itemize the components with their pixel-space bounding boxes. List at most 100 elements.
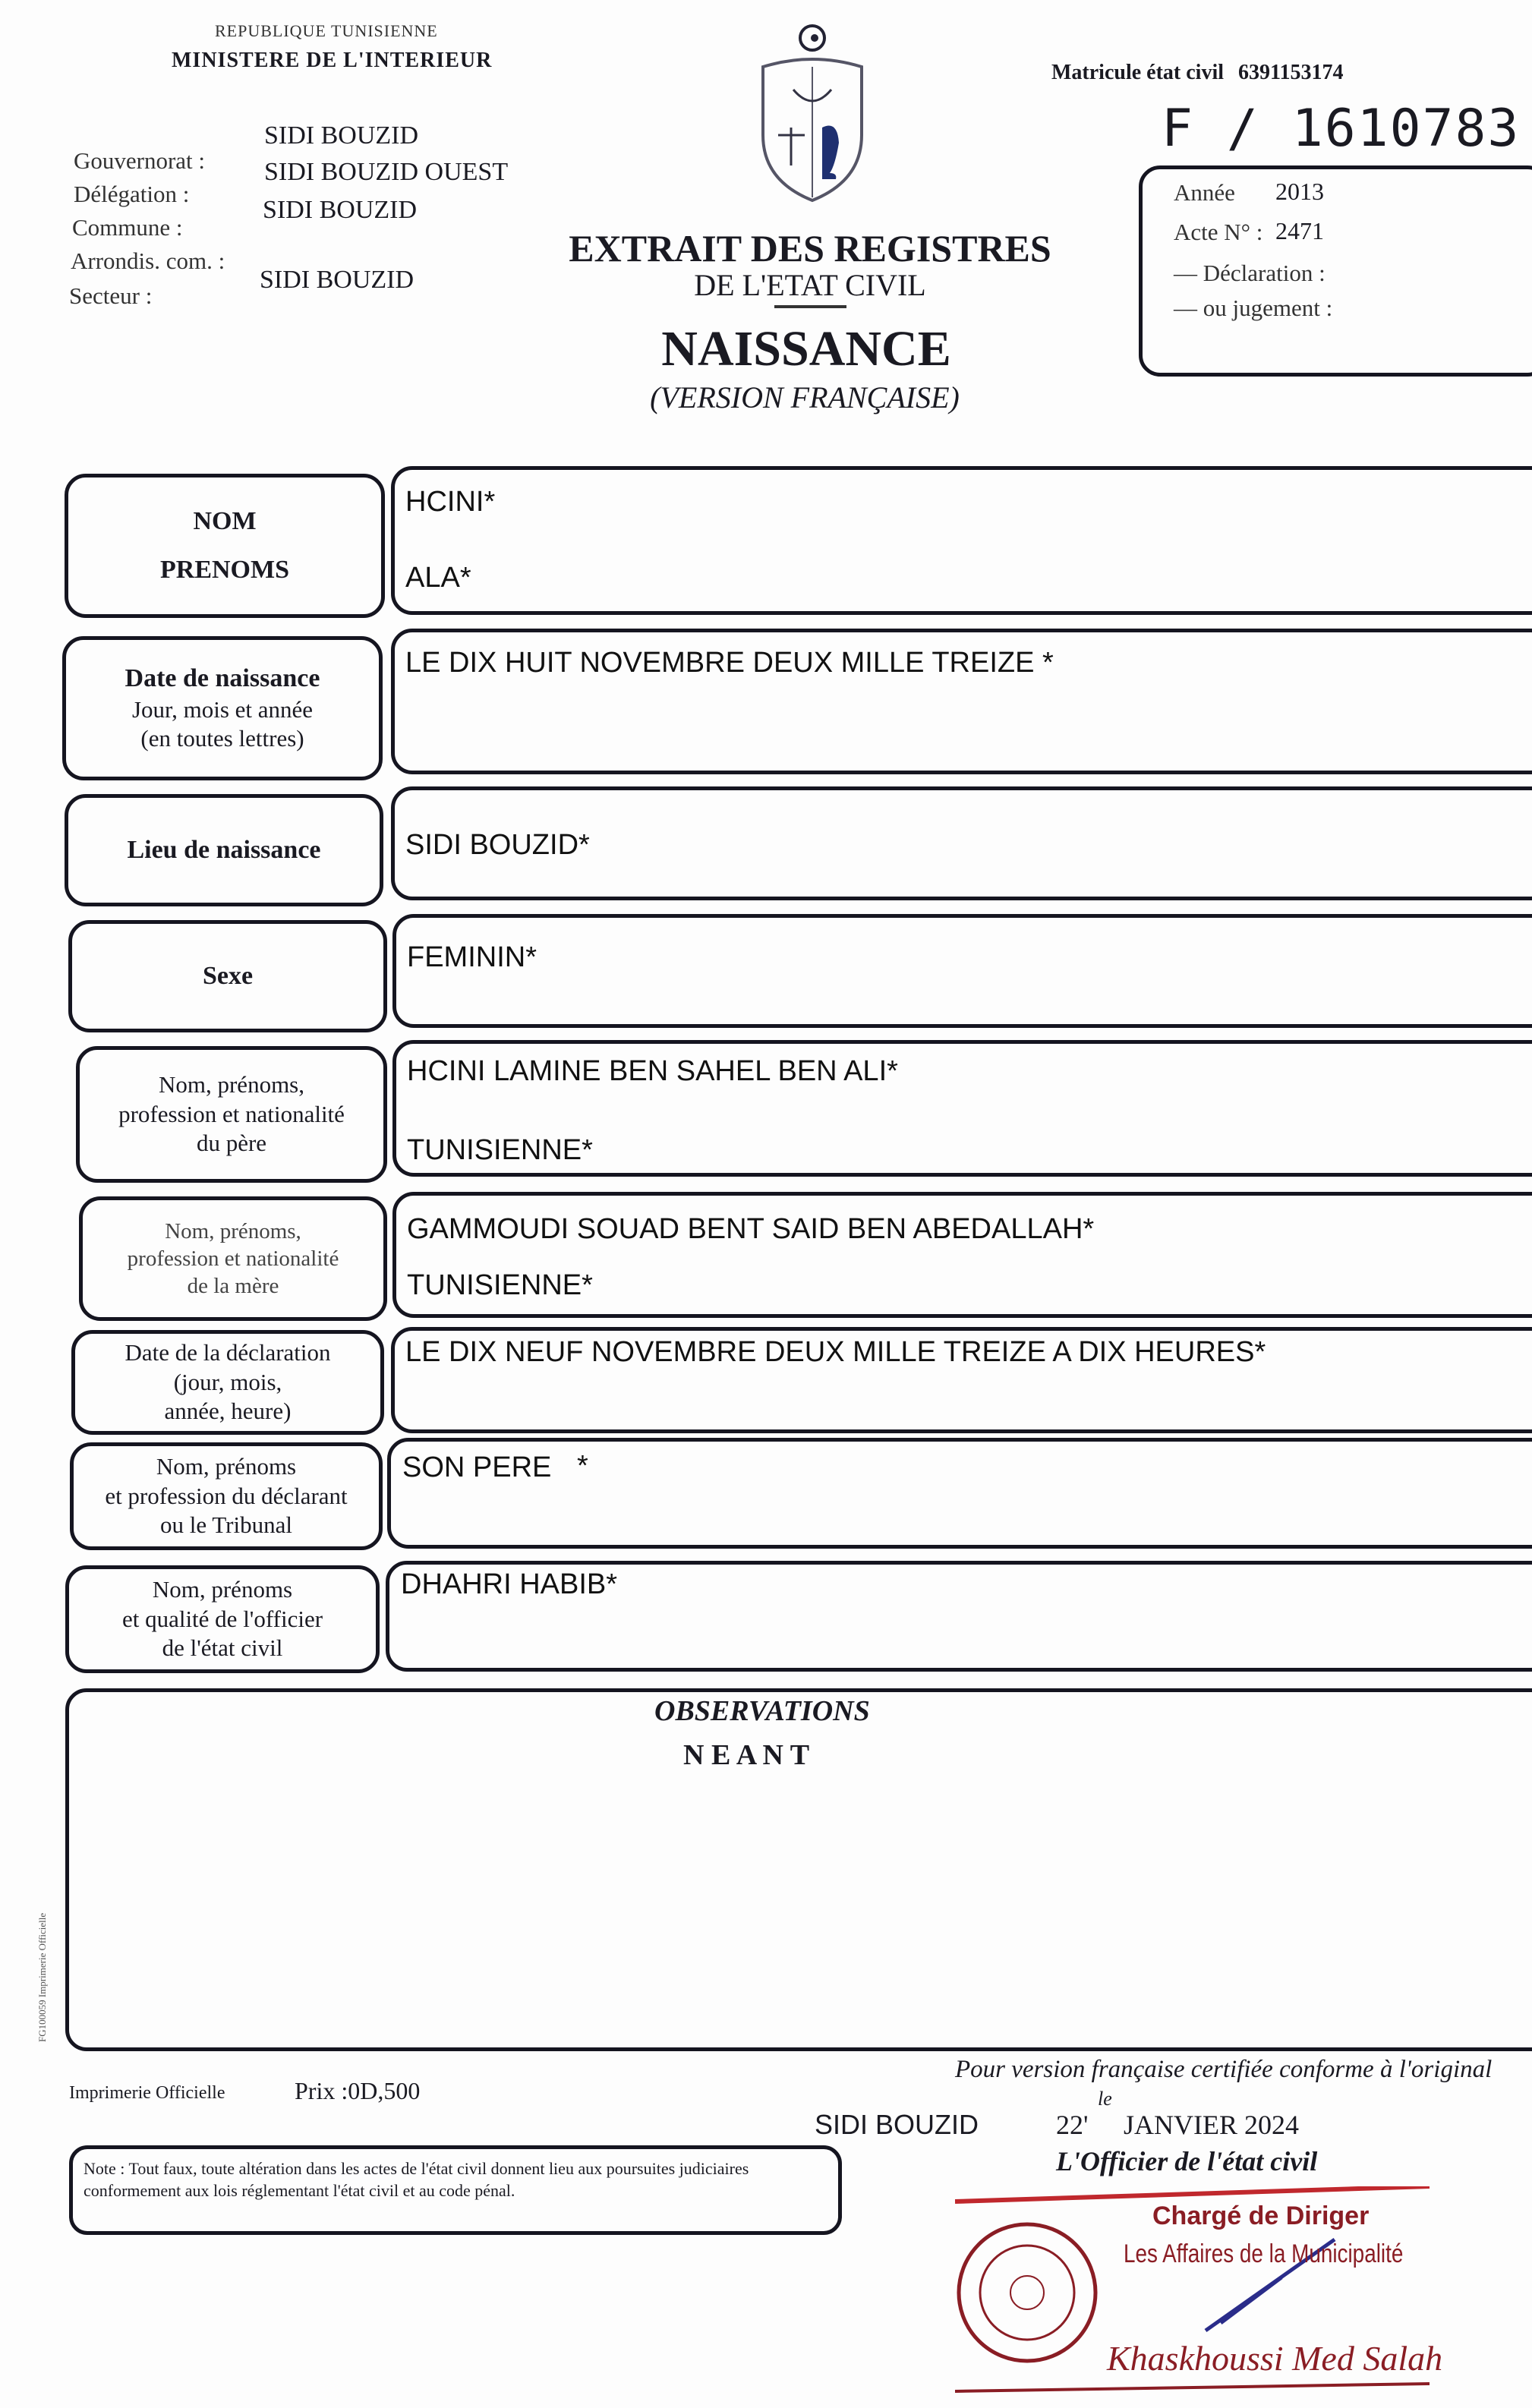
acte-box <box>1139 165 1532 377</box>
date-naissance-label: Date de naissance <box>125 664 320 692</box>
pere-nationalite-value: TUNISIENNE* <box>407 1134 593 1166</box>
tunisia-emblem-icon <box>748 21 877 203</box>
declaration-date-value-box <box>391 1327 1532 1433</box>
republic-heading: REPUBLIQUE TUNISIENNE <box>215 21 438 40</box>
nom-label-box: NOM PRENOMS <box>65 474 385 618</box>
officier-value: DHAHRI HABIB* <box>401 1568 618 1600</box>
stamp-line1: Chargé de Diriger <box>1152 2202 1370 2230</box>
prix: Prix :0D,500 <box>295 2077 421 2104</box>
declarant-sublabel: et profession du déclarant <box>105 1482 348 1509</box>
prenoms-value: ALA* <box>405 562 471 594</box>
date-naissance-value: LE DIX HUIT NOVEMBRE DEUX MILLE TREIZE * <box>405 647 1054 679</box>
mere-label: Nom, prénoms, <box>165 1218 301 1243</box>
declaration-date-label: Date de la déclaration <box>125 1338 331 1366</box>
sexe-value: FEMININ* <box>407 941 537 973</box>
mere-nationalite-value: TUNISIENNE* <box>407 1269 593 1301</box>
pere-sublabel-2: du père <box>196 1130 267 1157</box>
pere-value-box <box>392 1040 1532 1177</box>
nom-value-box <box>391 466 1532 615</box>
annee-value: 2013 <box>1275 178 1324 205</box>
lieu-label-box: Lieu de naissance <box>65 794 383 906</box>
label-secteur: Secteur : <box>69 282 153 309</box>
pere-label: Nom, prénoms, <box>158 1070 304 1098</box>
declarant-star: * <box>577 1450 588 1482</box>
declaration-date-sublabel: (jour, mois, <box>173 1368 282 1395</box>
imprimerie: Imprimerie Officielle <box>69 2083 225 2103</box>
observations-label: OBSERVATIONS <box>654 1695 870 1727</box>
le-text: le <box>1098 2088 1112 2110</box>
label-gouvernorat: Gouvernorat : <box>74 147 206 174</box>
declaration-label: — Déclaration : <box>1174 260 1326 286</box>
lieu-delivrance: SIDI BOUZID <box>815 2109 979 2140</box>
declaration-date-label-box: Date de la déclaration (jour, mois, anné… <box>71 1330 384 1435</box>
matricule-value: 6391153174 <box>1238 61 1344 84</box>
label-commune: Commune : <box>72 214 183 241</box>
sexe-label-box: Sexe <box>68 920 387 1032</box>
pere-nom-value: HCINI LAMINE BEN SAHEL BEN ALI* <box>407 1055 898 1087</box>
side-print: FG100059 Imprimerie Officielle <box>36 1912 48 2042</box>
title-naissance: NAISSANCE <box>661 321 951 377</box>
annee-label: Année <box>1174 179 1235 206</box>
declarant-value: SON PERE <box>402 1451 552 1483</box>
title-etat-civil: DE L'ETAT CIVIL <box>694 268 926 302</box>
delegation-value: SIDI BOUZID OUEST <box>264 158 509 186</box>
date-naissance-sublabel-2: (en toutes lettres) <box>140 725 304 752</box>
date-naissance-label-box: Date de naissance Jour, mois et année (e… <box>62 636 383 780</box>
title-divider <box>774 305 846 308</box>
stamp-name: Khaskhoussi Med Salah <box>1107 2339 1443 2378</box>
officier-sublabel-2: de l'état civil <box>162 1634 283 1662</box>
official-stamp: Chargé de Diriger Les Affaires de la Mun… <box>955 2186 1442 2395</box>
gouvernorat-value: SIDI BOUZID <box>264 121 419 150</box>
legal-note: Note : Tout faux, toute altération dans … <box>69 2145 842 2235</box>
officier-signature-title: L'Officier de l'état civil <box>1056 2146 1318 2176</box>
declaration-date-sublabel-2: année, heure) <box>164 1398 292 1425</box>
date-naissance-sublabel: Jour, mois et année <box>131 695 314 723</box>
ministry-heading: MINISTERE DE L'INTERIEUR <box>172 49 493 72</box>
jugement-label: — ou jugement : <box>1174 295 1333 321</box>
nom-value: HCINI* <box>405 486 496 518</box>
title-extrait: EXTRAIT DES REGISTRES <box>569 227 1051 269</box>
date-delivrance: JANVIER 2024 <box>1124 2110 1299 2140</box>
secteur-value: SIDI BOUZID <box>260 266 415 294</box>
date-naissance-value-box <box>391 629 1532 774</box>
declarant-label: Nom, prénoms <box>156 1452 297 1480</box>
label-delegation: Délégation : <box>74 181 190 207</box>
officier-label: Nom, prénoms <box>152 1575 293 1603</box>
observations-value: N E A N T <box>683 1739 810 1771</box>
matricule-label: Matricule état civil <box>1051 61 1225 84</box>
mere-nom-value: GAMMOUDI SOUAD BENT SAID BEN ABEDALLAH* <box>407 1213 1095 1245</box>
officier-label-box: Nom, prénoms et qualité de l'officier de… <box>65 1565 380 1673</box>
stamp-line2: Les Affaires de la Municipalité <box>1124 2239 1404 2268</box>
declarant-sublabel-2: ou le Tribunal <box>160 1511 292 1539</box>
jour-delivrance: 22' <box>1056 2110 1089 2140</box>
observations-box <box>65 1688 1532 2051</box>
declarant-label-box: Nom, prénoms et profession du déclarant … <box>70 1442 383 1550</box>
mere-sublabel-2: de la mère <box>187 1274 279 1299</box>
acte-value: 2471 <box>1275 217 1324 244</box>
lieu-label: Lieu de naissance <box>127 835 321 864</box>
mere-label-box: Nom, prénoms, profession et nationalité … <box>79 1196 387 1321</box>
declaration-date-value: LE DIX NEUF NOVEMBRE DEUX MILLE TREIZE A… <box>405 1336 1266 1368</box>
nom-label: NOM <box>193 506 257 535</box>
declarant-value-box <box>387 1438 1532 1549</box>
officier-sublabel: et qualité de l'officier <box>121 1605 323 1632</box>
certification-text: Pour version française certifiée conform… <box>955 2056 1493 2083</box>
matricule: Matricule état civil 6391153174 <box>1051 61 1343 85</box>
mere-value-box <box>392 1192 1532 1318</box>
sexe-label: Sexe <box>202 961 254 990</box>
reference-number: F / 1610783 <box>1162 99 1521 159</box>
acte-label: Acte N° : <box>1174 219 1263 245</box>
label-arrondissement: Arrondis. com. : <box>71 247 225 274</box>
mere-sublabel: profession et nationalité <box>127 1246 339 1271</box>
pere-label-box: Nom, prénoms, profession et nationalité … <box>76 1046 387 1183</box>
officier-value-box <box>386 1561 1532 1672</box>
seal-icon <box>955 2186 1430 2393</box>
commune-value: SIDI BOUZID <box>263 196 418 224</box>
sexe-value-box <box>392 914 1532 1028</box>
lieu-value-box <box>391 786 1532 900</box>
title-version: (VERSION FRANÇAISE) <box>650 380 960 414</box>
legal-note-text: Note : Tout faux, toute altération dans … <box>84 2159 749 2200</box>
pere-sublabel: profession et nationalité <box>118 1100 345 1127</box>
prenoms-label: PRENOMS <box>160 556 289 584</box>
lieu-value: SIDI BOUZID* <box>405 829 590 861</box>
